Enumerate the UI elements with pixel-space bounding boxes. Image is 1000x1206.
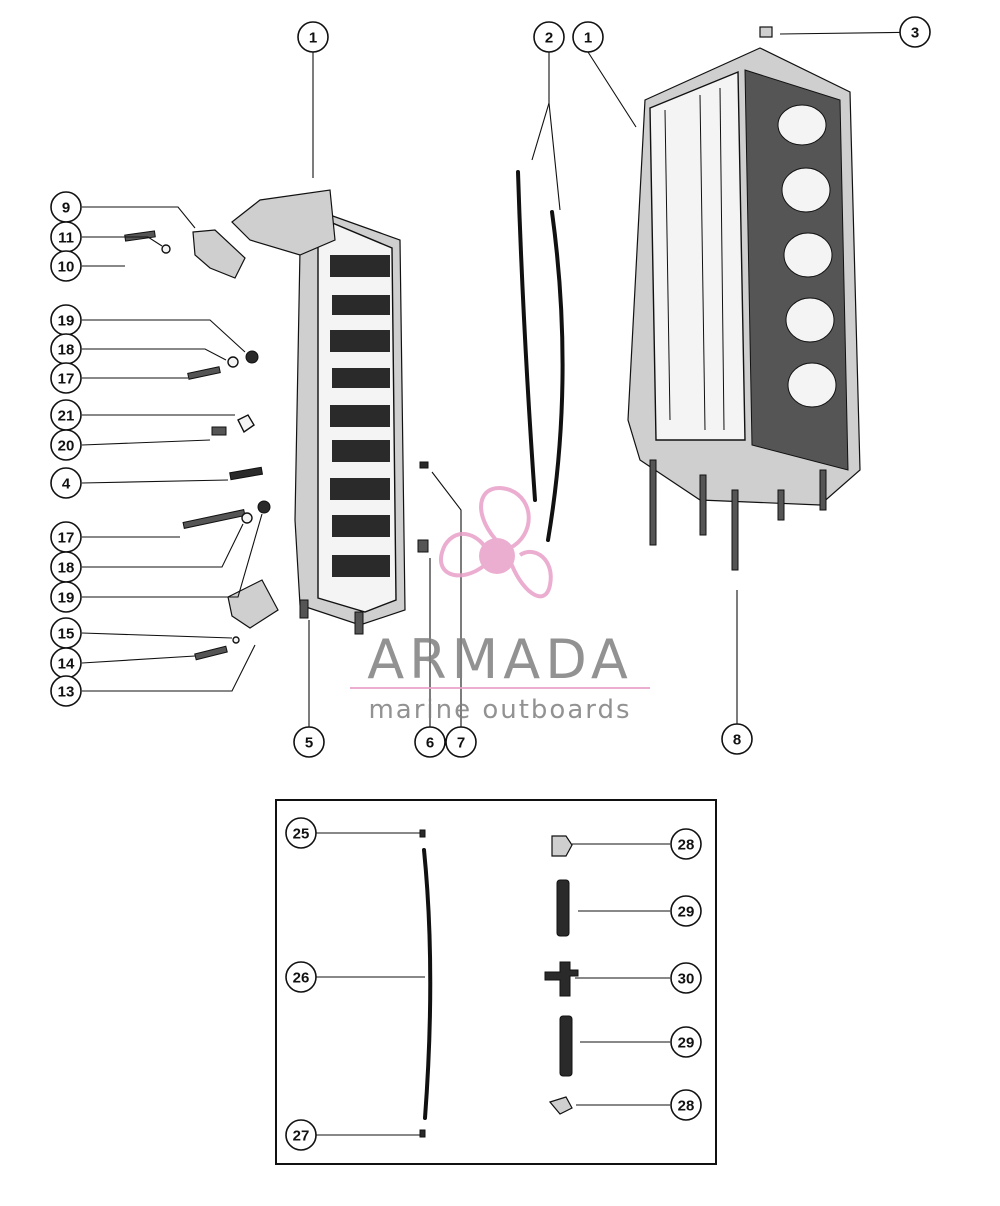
watermark-tagline: marine outboards [368, 695, 631, 725]
svg-text:26: 26 [293, 970, 310, 987]
svg-text:15: 15 [58, 626, 75, 643]
watermark-brand: ARMADA [367, 628, 633, 691]
seal-strips [516, 170, 565, 542]
callout-21: 21 [50, 399, 82, 431]
svg-text:30: 30 [678, 971, 695, 988]
callout-14: 14 [50, 647, 82, 679]
svg-text:7: 7 [457, 735, 465, 752]
callout-26: 26 [285, 961, 317, 993]
callout-28-b: 28 [670, 1089, 702, 1121]
svg-text:1: 1 [584, 30, 592, 47]
callout-27: 27 [285, 1119, 317, 1151]
callout-18-a: 18 [50, 333, 82, 365]
svg-text:14: 14 [58, 656, 75, 673]
svg-text:28: 28 [678, 1098, 695, 1115]
armada-watermark: ARMADA marine outboards [350, 486, 650, 725]
callout-29-b: 29 [670, 1026, 702, 1058]
callout-19-a: 19 [50, 304, 82, 336]
svg-text:29: 29 [678, 1035, 695, 1052]
callout-7: 7 [445, 726, 477, 758]
callout-2: 2 [533, 21, 565, 53]
svg-text:9: 9 [62, 200, 70, 217]
svg-text:2: 2 [545, 30, 553, 47]
callout-1-left: 1 [297, 21, 329, 53]
svg-text:13: 13 [58, 684, 75, 701]
callout-4: 4 [50, 467, 82, 499]
svg-text:18: 18 [58, 560, 75, 577]
svg-text:3: 3 [911, 25, 919, 42]
callout-18-b: 18 [50, 551, 82, 583]
callout-25: 25 [285, 817, 317, 849]
svg-text:19: 19 [58, 313, 75, 330]
svg-text:17: 17 [58, 530, 75, 547]
leader-lines [81, 31, 931, 1136]
callout-15: 15 [50, 617, 82, 649]
svg-text:11: 11 [58, 230, 74, 247]
cylinder-block [627, 26, 861, 571]
callout-28-a: 28 [670, 828, 702, 860]
callout-6: 6 [414, 726, 446, 758]
callout-30: 30 [670, 962, 702, 994]
callout-13: 13 [50, 675, 82, 707]
svg-text:5: 5 [305, 735, 313, 752]
callout-20: 20 [50, 429, 82, 461]
svg-text:28: 28 [678, 837, 695, 854]
svg-text:27: 27 [293, 1128, 310, 1145]
callout-29-a: 29 [670, 895, 702, 927]
svg-text:4: 4 [62, 476, 71, 493]
svg-text:21: 21 [58, 408, 75, 425]
svg-text:10: 10 [58, 259, 75, 276]
callout-8: 8 [721, 723, 753, 755]
svg-text:6: 6 [426, 735, 434, 752]
svg-text:18: 18 [58, 342, 75, 359]
callout-17-a: 17 [50, 362, 82, 394]
callout-5: 5 [293, 726, 325, 758]
svg-text:29: 29 [678, 904, 695, 921]
propeller-logo-icon [439, 486, 553, 599]
callout-17-b: 17 [50, 521, 82, 553]
svg-text:1: 1 [309, 30, 317, 47]
svg-text:8: 8 [733, 732, 741, 749]
inset-box [275, 799, 717, 1165]
svg-text:17: 17 [58, 371, 75, 388]
callout-9: 9 [50, 191, 82, 223]
svg-text:20: 20 [58, 438, 75, 455]
hardware-left [124, 229, 429, 661]
svg-text:25: 25 [293, 826, 310, 843]
callout-1-right: 1 [572, 21, 604, 53]
crankcase-cover [231, 189, 406, 635]
callout-19-b: 19 [50, 581, 82, 613]
callout-10: 10 [50, 250, 82, 282]
callout-11: 11 [50, 221, 82, 253]
svg-text:19: 19 [58, 590, 75, 607]
callout-3: 3 [899, 16, 931, 48]
